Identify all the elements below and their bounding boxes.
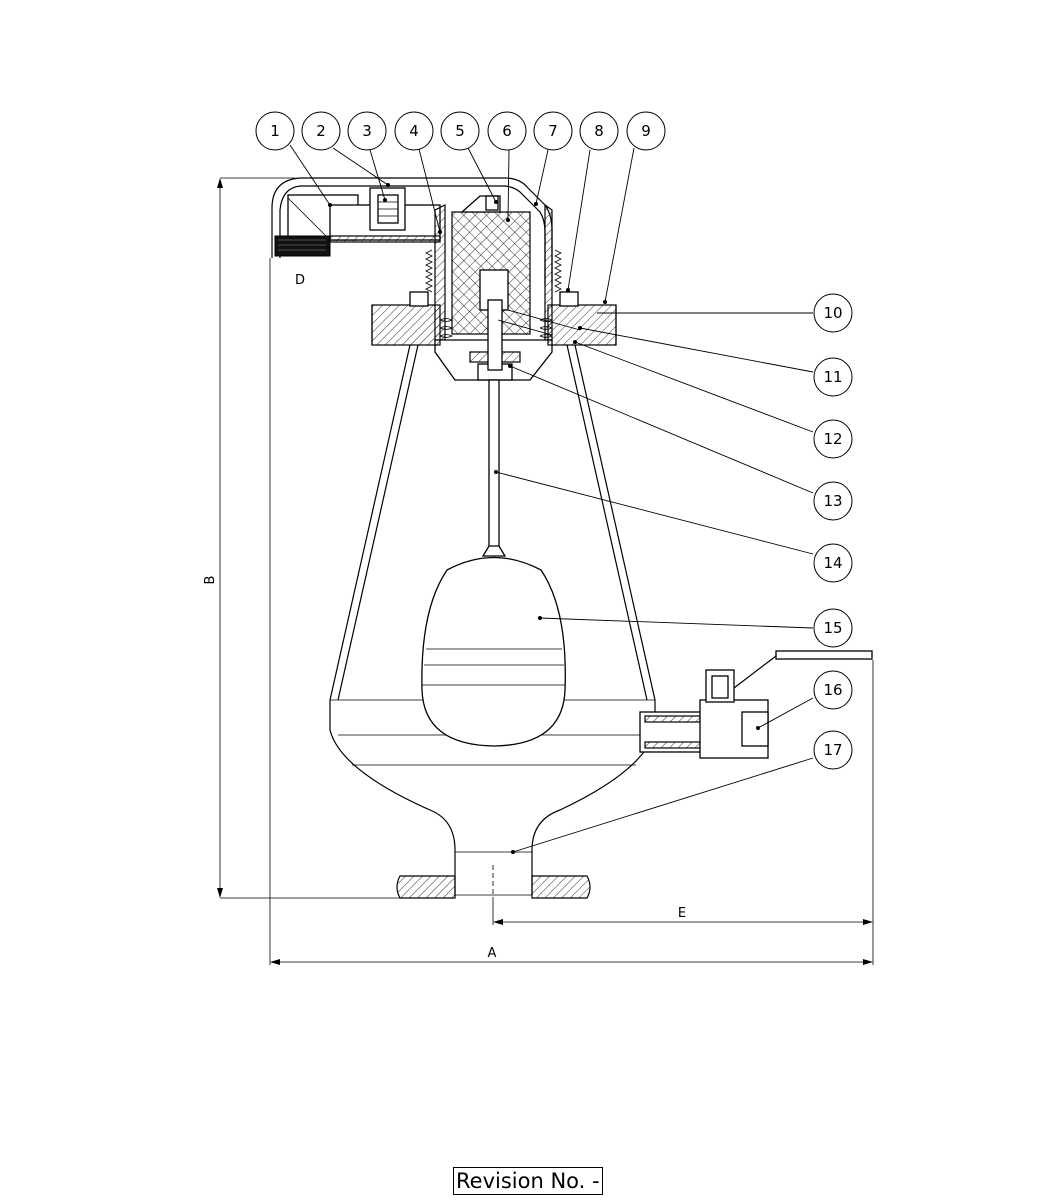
drain-ball-valve [639,650,873,759]
revision-number: Revision No. - [453,1167,603,1195]
balloon-9: 9 [626,111,666,151]
balloon-number: 13 [823,492,842,510]
balloon-number: 9 [641,122,651,140]
balloon-6: 6 [487,111,527,151]
balloon-16: 16 [813,670,853,710]
balloon-number: 3 [362,122,372,140]
balloon-15: 15 [813,608,853,648]
balloon-4: 4 [394,111,434,151]
balloon-7: 7 [533,111,573,151]
dimension-label-d: D [295,273,305,288]
balloon-1: 1 [255,111,295,151]
balloon-5: 5 [440,111,480,151]
flange [371,291,617,346]
balloon-number: 10 [823,304,842,322]
balloon-2: 2 [301,111,341,151]
inlet-screen [274,235,331,257]
balloon-3: 3 [347,111,387,151]
balloon-number: 1 [270,122,280,140]
balloon-number: 6 [502,122,512,140]
balloon-number: 11 [823,368,842,386]
balloon-number: 2 [316,122,326,140]
balloon-12: 12 [813,419,853,459]
balloon-number: 7 [548,122,558,140]
dimension-label-b: B [203,576,218,585]
balloon-10: 10 [813,293,853,333]
float-ball [421,556,566,747]
leader-lines [289,144,814,854]
balloon-number: 12 [823,430,842,448]
balloon-8: 8 [579,111,619,151]
balloon-11: 11 [813,357,853,397]
balloon-number: 15 [823,619,842,637]
valve-head [271,177,562,381]
dimensions [217,177,874,965]
balloon-number: 8 [594,122,604,140]
conical-body [329,344,656,899]
balloon-number: 14 [823,554,842,572]
balloon-number: 5 [455,122,465,140]
balloon-number: 4 [409,122,419,140]
balloon-number: 16 [823,681,842,699]
balloon-14: 14 [813,543,853,583]
dimension-label-a: A [488,946,497,961]
balloon-17: 17 [813,730,853,770]
dimension-label-e: E [678,906,686,921]
balloon-number: 17 [823,741,842,759]
float-assembly [421,379,566,747]
balloon-13: 13 [813,481,853,521]
